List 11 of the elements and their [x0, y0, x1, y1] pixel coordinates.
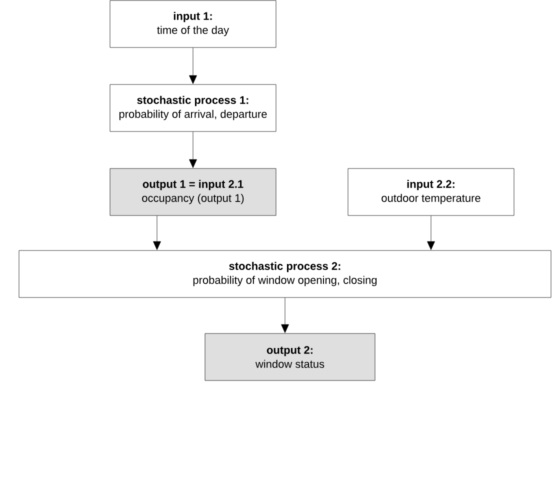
arrow — [189, 48, 197, 84]
process-box: output 1 = input 2.1 occupancy (output 1) — [110, 168, 276, 216]
process-box: stochastic process 1: probability of arrival, departure — [110, 84, 276, 132]
arrow — [427, 216, 435, 250]
arrow — [281, 298, 289, 333]
process-box: input 1: time of the day — [110, 0, 276, 48]
process-box: input 2.2: outdoor temperature — [348, 168, 514, 216]
arrow — [189, 132, 197, 168]
process-box: output 2: window status — [204, 333, 376, 381]
arrow — [153, 216, 161, 250]
process-box: stochastic process 2: probability of window opening, closing — [18, 250, 552, 298]
